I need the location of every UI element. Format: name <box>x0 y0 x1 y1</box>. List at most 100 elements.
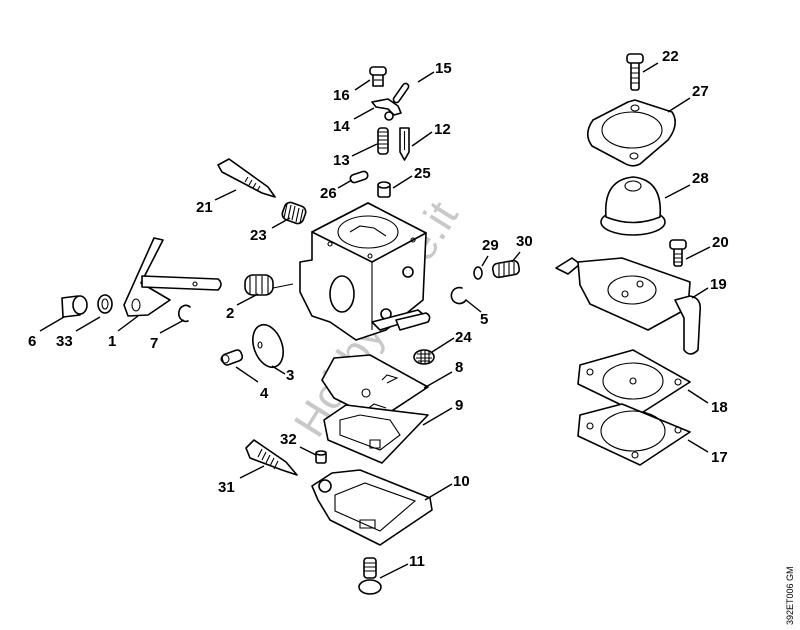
callout-label: 25 <box>414 165 431 182</box>
callout-label: 29 <box>482 237 499 254</box>
part-14-inlet-control-lever[interactable] <box>371 98 402 121</box>
part-4-screw[interactable] <box>220 349 244 366</box>
callout-label: 11 <box>409 553 425 570</box>
callout-8: 8 <box>423 359 463 389</box>
part-7-circlip[interactable] <box>178 304 191 323</box>
callout-30: 30 <box>511 233 533 263</box>
part-21-adjusting-screw[interactable] <box>217 158 276 198</box>
part-25-bushing[interactable] <box>377 181 391 198</box>
callout-label: 32 <box>280 431 297 448</box>
callout-33: 33 <box>56 316 101 350</box>
part-18-pump-diaphragm[interactable] <box>577 349 691 415</box>
part-26-pin[interactable] <box>349 170 369 184</box>
callout-label: 9 <box>455 397 463 414</box>
callout-9: 9 <box>422 397 463 426</box>
callout-20: 20 <box>685 234 729 260</box>
callout-label: 2 <box>226 305 234 322</box>
part-13-spring[interactable] <box>377 127 389 155</box>
callout-label: 20 <box>712 234 729 251</box>
callout-label: 4 <box>260 385 269 402</box>
callout-label: 10 <box>453 473 470 490</box>
callout-label: 27 <box>692 83 709 100</box>
callout-25: 25 <box>392 165 431 189</box>
callout-18: 18 <box>687 389 728 416</box>
callout-7: 7 <box>150 319 185 352</box>
callout-label: 17 <box>711 449 728 466</box>
part-6-bushing[interactable] <box>61 295 88 318</box>
callout-24: 24 <box>431 329 472 353</box>
part-11-screw[interactable] <box>358 557 382 595</box>
part-2-torsion-spring[interactable] <box>244 274 294 296</box>
callout-26: 26 <box>320 179 353 202</box>
part-30-screw[interactable] <box>491 259 521 279</box>
callout-label: 33 <box>56 333 73 350</box>
callout-16: 16 <box>333 79 371 104</box>
callout-21: 21 <box>196 189 237 216</box>
part-33-washer[interactable] <box>97 294 113 314</box>
callout-3: 3 <box>271 365 294 384</box>
part-17-pump-gasket[interactable] <box>577 403 691 466</box>
callout-32: 32 <box>280 431 317 456</box>
callout-label: 21 <box>196 199 213 216</box>
callout-label: 13 <box>333 152 350 169</box>
part-9-gasket[interactable] <box>323 404 429 464</box>
callout-12: 12 <box>411 121 451 147</box>
callout-label: 19 <box>710 276 727 293</box>
callout-4: 4 <box>235 366 269 402</box>
callout-label: 22 <box>662 48 679 65</box>
callout-label: 16 <box>333 87 350 104</box>
callout-11: 11 <box>379 553 425 579</box>
part-24-fuel-screen[interactable] <box>413 349 435 365</box>
part-19-fuel-pump[interactable] <box>555 257 702 355</box>
part-1-throttle-shaft[interactable] <box>123 237 222 317</box>
callout-5: 5 <box>465 299 488 328</box>
callout-28: 28 <box>664 170 709 199</box>
callout-label: 26 <box>320 185 337 202</box>
callout-label: 1 <box>108 333 116 350</box>
part-15-pin[interactable] <box>392 82 410 104</box>
callout-label: 23 <box>250 227 267 244</box>
callout-14: 14 <box>333 107 375 135</box>
part-28-primer-bulb[interactable] <box>600 176 666 236</box>
callout-label: 18 <box>711 399 728 416</box>
part-20-screw[interactable] <box>669 239 687 267</box>
callout-15: 15 <box>417 60 452 83</box>
callout-31: 31 <box>218 465 265 496</box>
callout-label: 24 <box>455 329 472 346</box>
callout-label: 3 <box>286 367 294 384</box>
callout-22: 22 <box>642 48 679 73</box>
part-27-flange[interactable] <box>586 99 676 167</box>
callout-10: 10 <box>424 473 470 501</box>
callout-label: 31 <box>218 479 235 496</box>
callout-1: 1 <box>108 315 139 350</box>
callout-19: 19 <box>691 276 727 299</box>
callout-label: 7 <box>150 335 158 352</box>
callout-label: 5 <box>480 311 488 328</box>
callout-label: 14 <box>333 118 350 135</box>
callout-2: 2 <box>226 293 259 322</box>
callout-6: 6 <box>28 316 65 350</box>
callout-label: 15 <box>435 60 452 77</box>
callout-17: 17 <box>687 439 728 466</box>
part-3-disc[interactable] <box>247 321 288 372</box>
part-carburetor-body[interactable] <box>299 202 431 341</box>
part-16-screw[interactable] <box>369 66 387 87</box>
part-10-metering-cover[interactable] <box>311 469 433 546</box>
part-29-washer[interactable] <box>473 266 483 280</box>
part-22-screw[interactable] <box>626 53 644 91</box>
callout-label: 8 <box>455 359 463 376</box>
callout-23: 23 <box>250 217 291 244</box>
part-12-inlet-needle[interactable] <box>399 127 410 161</box>
callout-13: 13 <box>333 143 378 169</box>
callout-label: 28 <box>692 170 709 187</box>
callout-29: 29 <box>481 237 499 267</box>
callout-label: 12 <box>434 121 451 138</box>
part-5-circlip[interactable] <box>450 286 467 305</box>
part-31-adjusting-screw[interactable] <box>245 439 298 476</box>
drawing-code: 392ET006 GM <box>785 566 795 625</box>
callout-label: 6 <box>28 333 36 350</box>
callout-27: 27 <box>667 83 709 113</box>
part-32-valve[interactable] <box>315 450 327 464</box>
